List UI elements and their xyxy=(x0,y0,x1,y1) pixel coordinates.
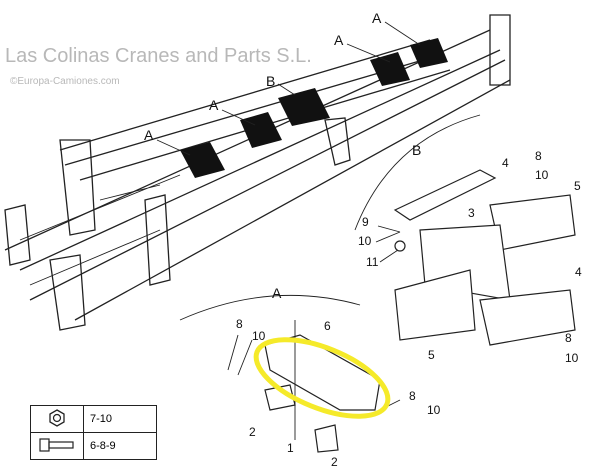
detail-b-title: B xyxy=(412,142,421,158)
part-number: 8 xyxy=(236,317,243,331)
frame-label-a: A xyxy=(209,97,219,113)
part-number: 10 xyxy=(252,329,266,343)
part-number: 5 xyxy=(428,348,435,362)
detail-b: B 4 8 10 5 3 9 10 11 5 4 8 10 xyxy=(354,114,582,365)
part-number: 2 xyxy=(331,455,338,469)
part-number: 10 xyxy=(565,351,579,365)
part-number: 8 xyxy=(535,149,542,163)
part-number: 10 xyxy=(427,403,441,417)
chassis-frame xyxy=(4,14,511,331)
part-number: 9 xyxy=(362,215,369,229)
part-number: 11 xyxy=(366,255,379,269)
part-number: 8 xyxy=(565,331,572,345)
part-number: 10 xyxy=(358,234,372,248)
part-number: 8 xyxy=(409,389,416,403)
part-number: 4 xyxy=(575,265,582,279)
part-number: 4 xyxy=(502,156,509,170)
frame-label-b: B xyxy=(266,73,275,89)
part-number: 6 xyxy=(324,319,331,333)
part-number: 3 xyxy=(468,206,475,220)
nut-icon xyxy=(30,405,84,433)
frame-label-a: A xyxy=(334,32,344,48)
part-number: 1 xyxy=(287,441,294,455)
frame-label-a: A xyxy=(372,10,382,26)
bolt-icon xyxy=(30,432,84,460)
frame-callouts: A A B A A xyxy=(144,10,421,156)
legend-row: 6-8-9 xyxy=(30,432,157,460)
frame-label-a: A xyxy=(144,127,154,143)
legend-value: 6-8-9 xyxy=(83,432,157,460)
part-number: 2 xyxy=(249,425,256,439)
detail-a-title: A xyxy=(272,285,282,301)
part-number: 5 xyxy=(574,179,581,193)
hardware-legend: 7-10 6-8-9 xyxy=(30,405,157,460)
legend-row: 7-10 xyxy=(30,405,157,433)
detail-a: A 8 10 6 2 1 2 8 10 xyxy=(179,285,441,469)
legend-value: 7-10 xyxy=(83,405,157,433)
highlight-outline xyxy=(253,337,391,419)
watermark-text: Las Colinas Cranes and Parts S.L. xyxy=(5,45,312,67)
part-number: 10 xyxy=(535,168,549,182)
watermark-subtext: ©Europa-Camiones.com xyxy=(10,76,120,87)
